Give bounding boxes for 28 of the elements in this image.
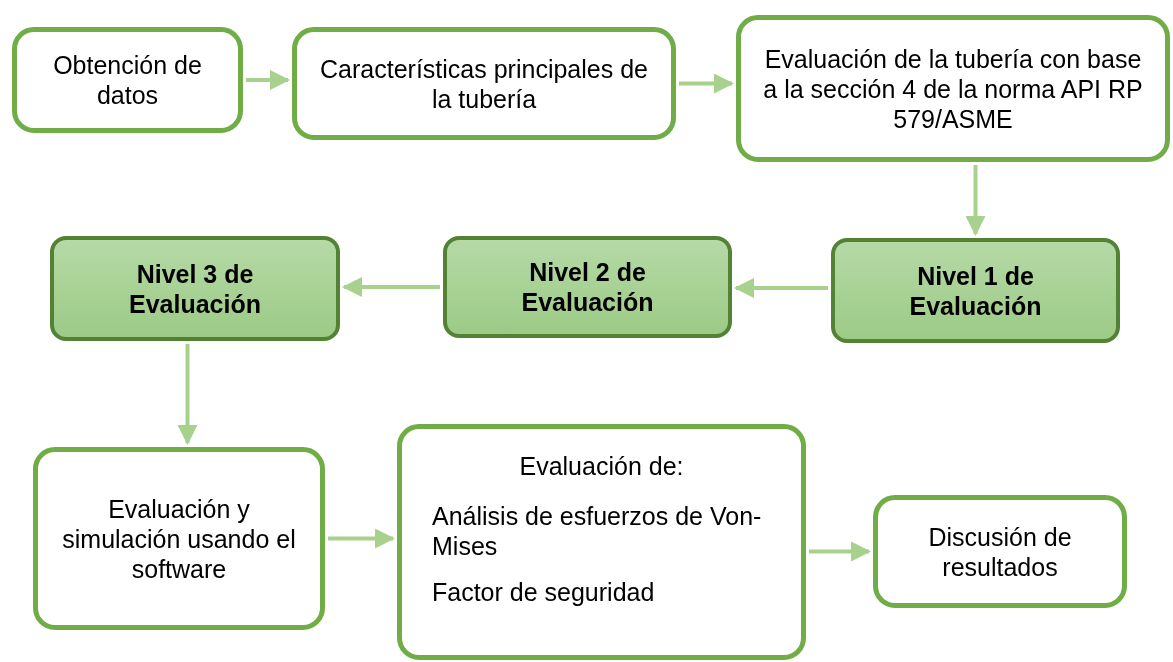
node-text: Evaluación y simulación usando el software (61, 493, 297, 584)
node-text: Análisis de esfuerzos de Von-Mises (432, 501, 763, 561)
node-text: Factor de seguridad (432, 577, 656, 607)
node-text: Obtención de datos (52, 50, 203, 110)
process-box (397, 424, 806, 660)
node-text: Discusión de resultados (927, 521, 1073, 582)
arrow (734, 278, 828, 298)
arrow (328, 528, 395, 549)
level-box (50, 236, 340, 341)
process-box (12, 27, 243, 133)
node-text: Evaluación de: (518, 451, 685, 481)
arrow (809, 541, 871, 562)
node-text: Características principales de la tubería (319, 53, 649, 114)
arrow (246, 70, 290, 90)
level-box (443, 236, 732, 338)
process-box (736, 15, 1170, 162)
arrow (177, 344, 198, 445)
node-text: Nivel 1 de Evaluación (908, 260, 1043, 321)
arrow (679, 73, 734, 94)
node-text: Evaluación de la tubería con base a la sección 4 de la norma API RP 579/ASME (762, 43, 1144, 134)
node-text: Nivel 2 de Evaluación (520, 257, 655, 317)
level-box (831, 238, 1120, 343)
node-text: Nivel 3 de Evaluación (128, 258, 262, 319)
process-box (873, 495, 1127, 608)
process-box (292, 27, 676, 140)
arrow (342, 277, 440, 297)
arrow (965, 165, 986, 236)
process-box (33, 447, 325, 630)
